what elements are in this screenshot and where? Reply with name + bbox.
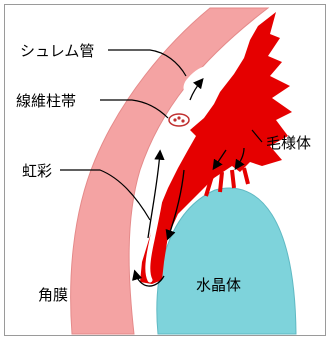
label-schlemm-canal: シュレム管 (20, 42, 94, 60)
label-lens: 水晶体 (196, 276, 241, 294)
trabecular-meshwork (169, 114, 189, 126)
label-trabecular-meshwork: 線維柱帯 (16, 92, 76, 110)
label-ciliary-body: 毛様体 (266, 134, 311, 152)
label-cornea: 角膜 (38, 286, 68, 304)
meshwork-dot (173, 118, 176, 121)
meshwork-dot (181, 119, 184, 122)
meshwork-dot (177, 116, 180, 119)
label-iris: 虹彩 (22, 162, 52, 180)
